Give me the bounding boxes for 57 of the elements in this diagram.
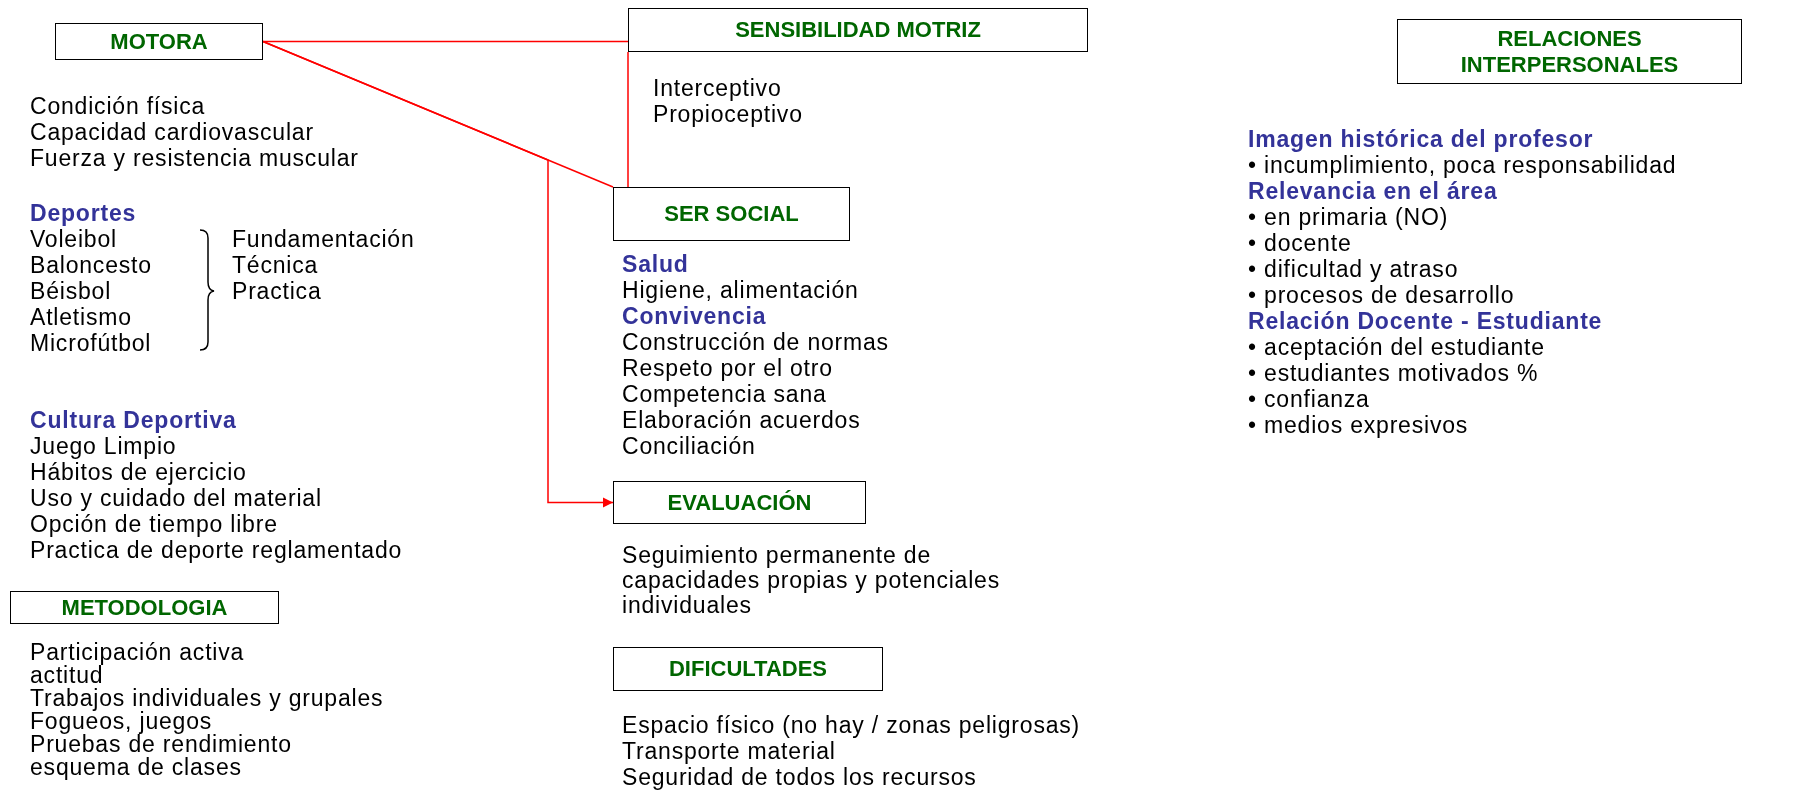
arrow [262, 40, 614, 508]
list-item: Uso y cuidado del material [30, 486, 322, 511]
list-item: • aceptación del estudiante [1248, 335, 1545, 360]
list-item: Juego Limpio [30, 434, 177, 459]
list-item: • en primaria (NO) [1248, 205, 1449, 230]
list-item: Microfútbol [30, 331, 152, 356]
list-item: Capacidad cardiovascular [30, 120, 314, 145]
heading-box: SENSIBILIDAD MOTRIZ [628, 8, 1088, 52]
list-item: Béisbol [30, 279, 112, 304]
heading-box: METODOLOGIA [10, 591, 279, 624]
heading-box: EVALUACIÓN [613, 481, 866, 524]
list-item: Propioceptivo [653, 102, 803, 127]
list-item: Atletismo [30, 305, 132, 330]
list-item: Fuerza y resistencia muscular [30, 146, 359, 171]
section-heading: Convivencia [622, 304, 767, 329]
list-item: Transporte material [622, 739, 836, 764]
section-heading: Relevancia en el área [1248, 179, 1498, 204]
section-heading: Cultura Deportiva [30, 408, 237, 433]
list-item: Voleibol [30, 227, 117, 252]
section-heading: Relación Docente - Estudiante [1248, 309, 1603, 334]
list-item: Participación activa [30, 640, 245, 665]
list-item: Hábitos de ejercicio [30, 460, 247, 485]
heading-box: SER SOCIAL [613, 187, 850, 241]
heading-box: RELACIONES INTERPERSONALES [1397, 19, 1742, 84]
list-item: Seguimiento permanente de capacidades propias y potenciales individuales [622, 543, 1001, 618]
list-item: • dificultad y atraso [1248, 257, 1459, 282]
section-heading: Salud [622, 252, 689, 277]
list-item: Espacio físico (no hay / zonas peligrosas) [622, 713, 1081, 738]
list-item: Competencia sana [622, 382, 827, 407]
list-item: Higiene, alimentación [622, 278, 859, 303]
list-item: • procesos de desarrollo [1248, 283, 1515, 308]
list-item: • medios expresivos [1248, 413, 1469, 438]
list-item: Seguridad de todos los recursos [622, 765, 977, 790]
heading-box: MOTORA [55, 23, 263, 60]
list-item: Practica [232, 279, 322, 304]
list-item: • incumplimiento, poca responsabilidad [1248, 153, 1677, 178]
heading-box: DIFICULTADES [613, 647, 883, 691]
list-item: Respeto por el otro [622, 356, 833, 381]
list-item: Opción de tiempo libre [30, 512, 278, 537]
list-item: Practica de deporte reglamentado [30, 538, 403, 563]
list-item: Construcción de normas [622, 330, 889, 355]
list-item: Elaboración acuerdos [622, 408, 861, 433]
list-item: Condición física [30, 94, 206, 119]
list-item: Técnica [232, 253, 319, 278]
connector-line [627, 51, 629, 188]
section-heading: Imagen histórica del profesor [1248, 127, 1594, 152]
list-item: Conciliación [622, 434, 756, 459]
list-item: Baloncesto [30, 253, 152, 278]
list-item: Interceptivo [653, 76, 782, 101]
list-item: Trabajos individuales y grupales [30, 686, 384, 711]
connector-line [262, 40, 629, 43]
list-item: • confianza [1248, 387, 1370, 412]
section-heading: Deportes [30, 201, 137, 226]
list-item: • docente [1248, 231, 1352, 256]
list-item: Fundamentación [232, 227, 415, 252]
list-item: • estudiantes motivados % [1248, 361, 1539, 386]
list-item: esquema de clases [30, 755, 242, 780]
